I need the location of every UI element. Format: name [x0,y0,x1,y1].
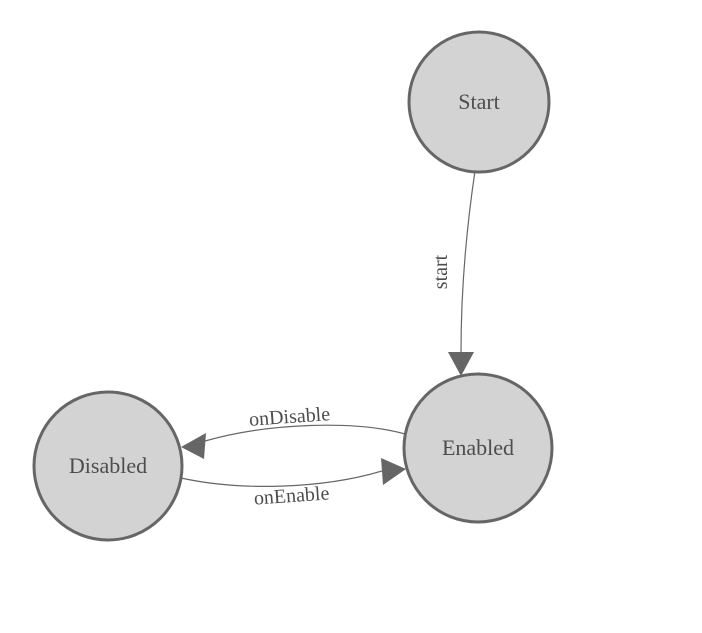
edge-label-start: start [430,254,452,289]
node-enabled: Enabled [402,372,554,524]
edge-label-onenable: onEnable [253,482,330,509]
edge-label-ondisable: onDisable [248,403,331,431]
node-enabled-label: Enabled [442,435,514,460]
node-start-label: Start [458,89,500,114]
node-enabled-circle [402,372,554,524]
edge-start-to-enabled-arrowhead [448,352,474,376]
node-disabled-label: Disabled [69,453,147,478]
edge-start-to-enabled-line [460,170,476,353]
node-disabled: Disabled [32,390,184,542]
node-disabled-circle [32,390,184,542]
node-start: Start [407,30,551,174]
edge-enabled-to-disabled-line [204,424,406,442]
edge-disabled-to-enabled-arrowhead [381,458,406,485]
edge-disabled-to-enabled-line [180,470,383,487]
node-start-circle [407,30,551,174]
edge-enabled-to-disabled-arrowhead [181,433,206,459]
